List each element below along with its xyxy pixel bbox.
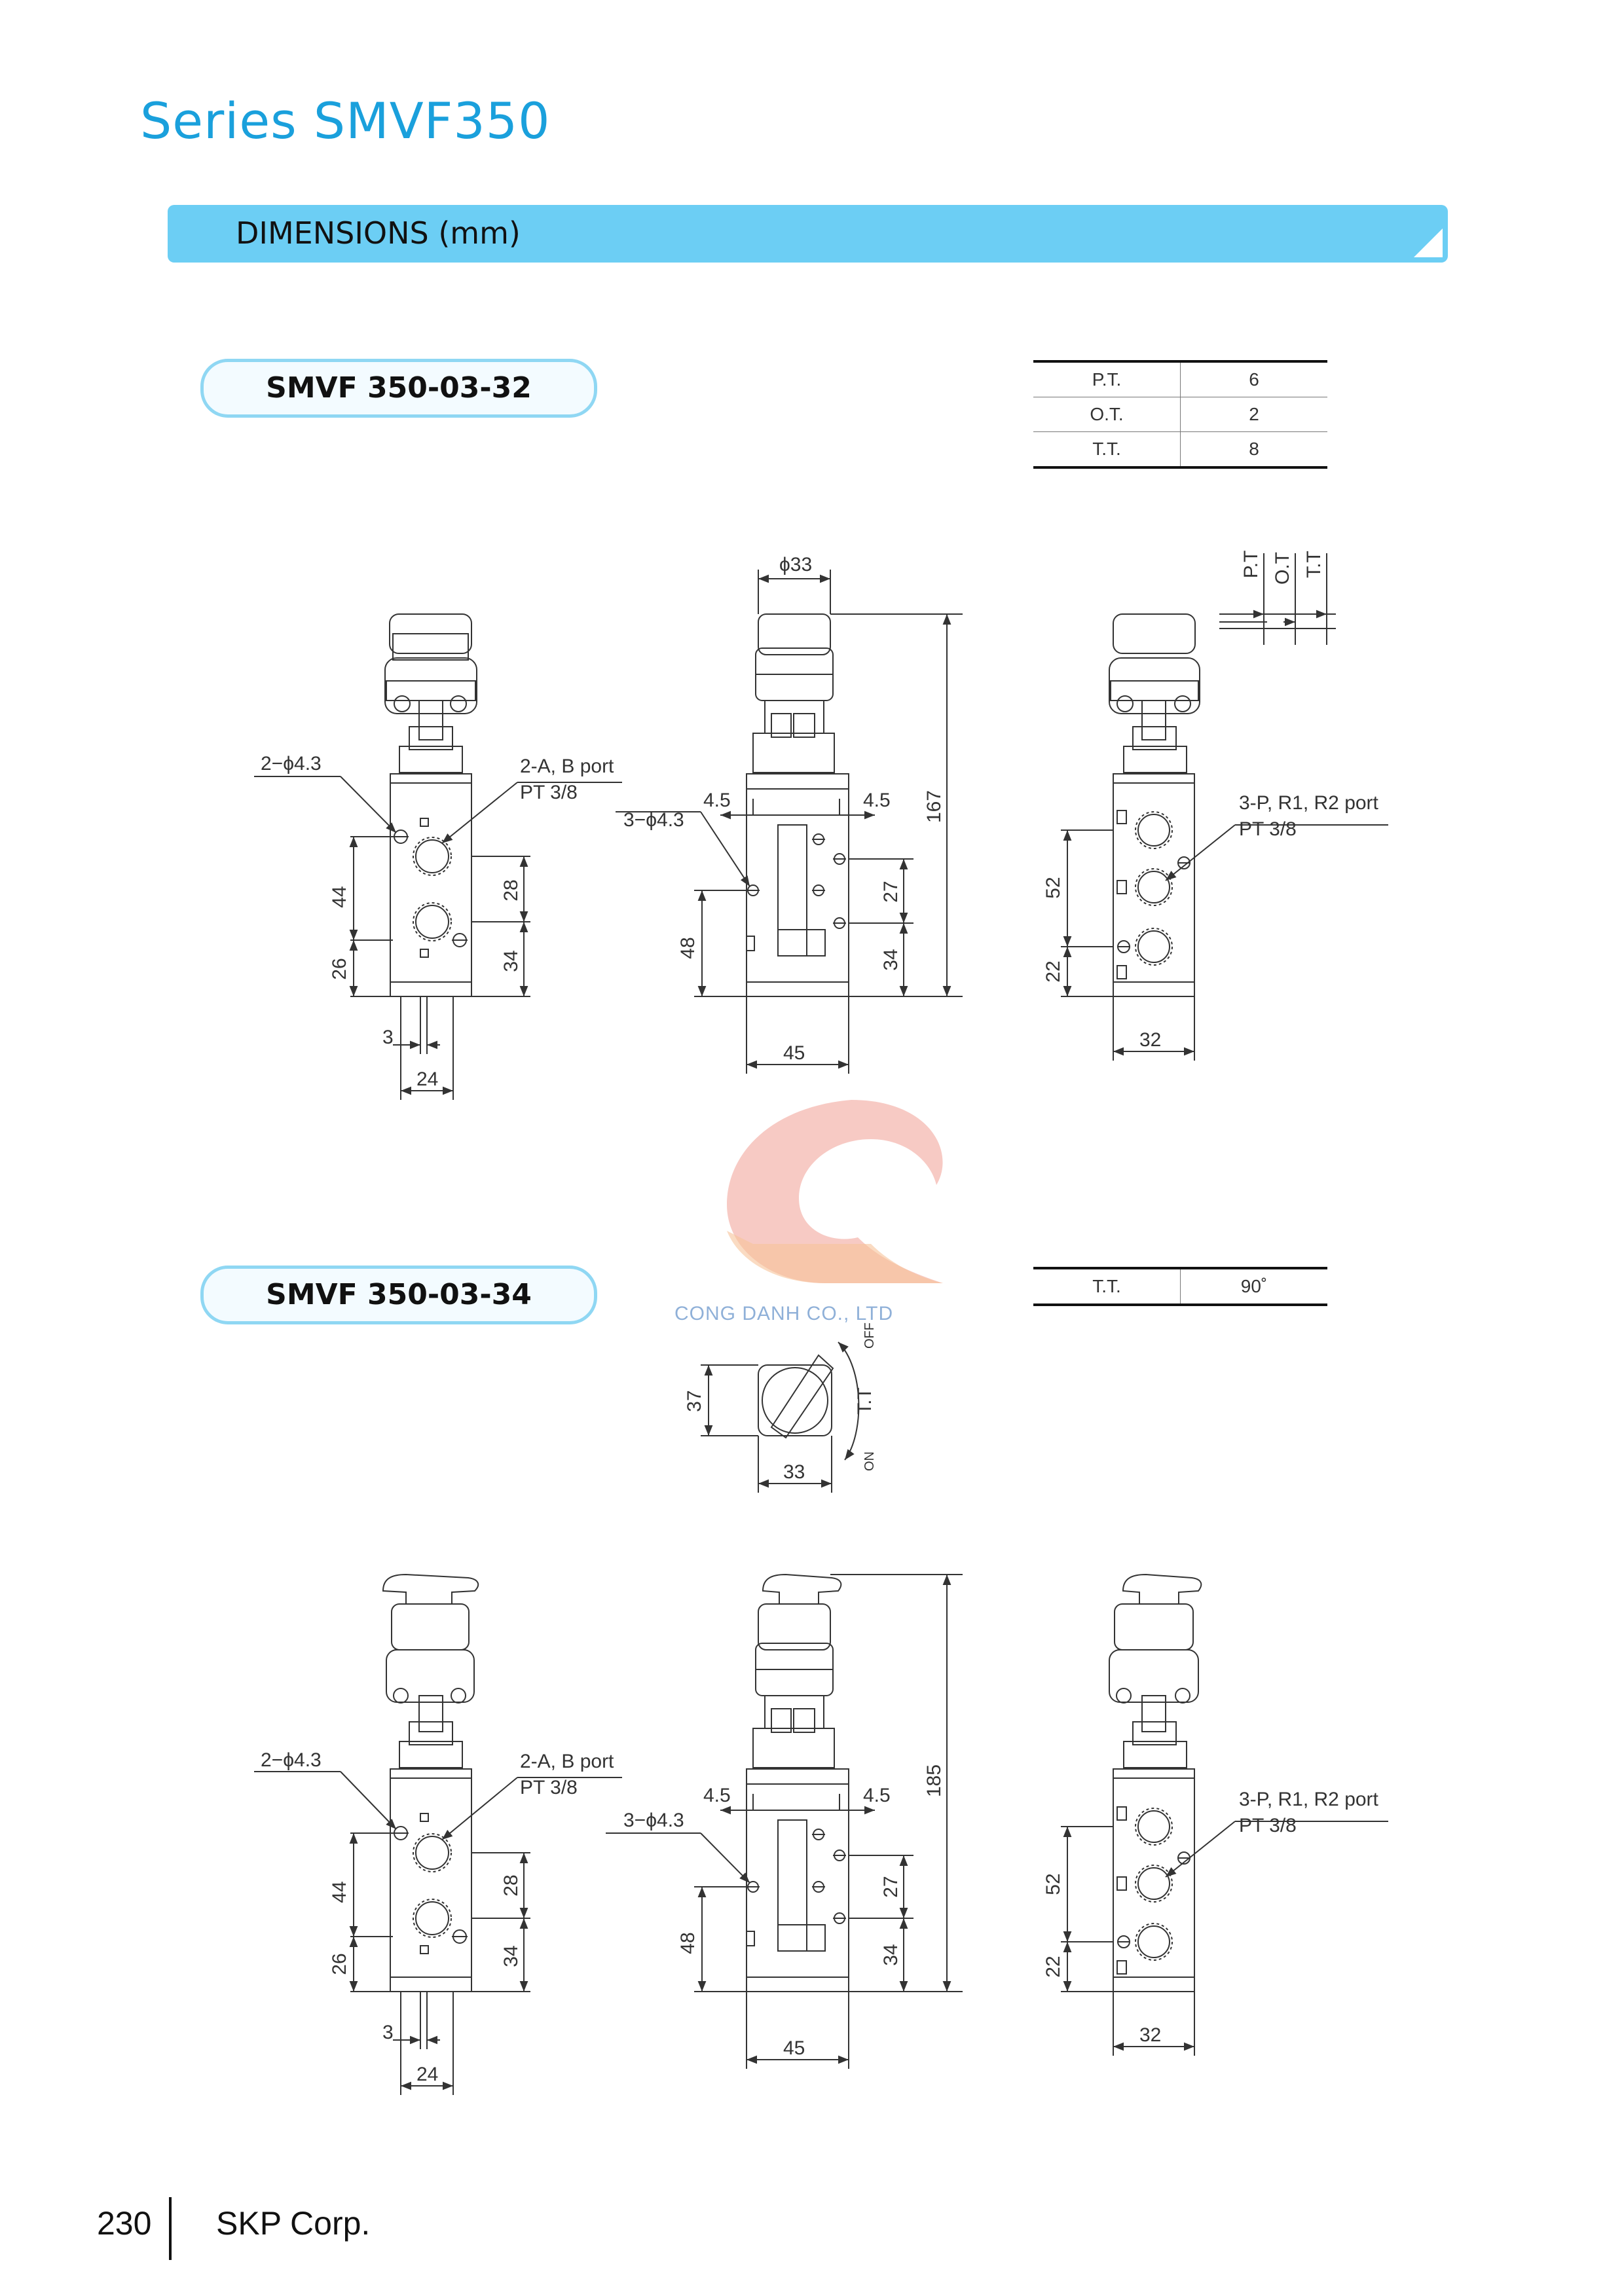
- stroke-label: O.T: [1272, 552, 1293, 585]
- series-title: Series SMVF350: [140, 92, 551, 150]
- dim-label: 3: [382, 1027, 394, 1048]
- dim-label: 32: [1139, 2024, 1161, 2046]
- port-label: 2-A, B port: [520, 756, 614, 777]
- hole-label: 3−ϕ4.3: [623, 1810, 684, 1831]
- dim-label: 44: [329, 886, 350, 907]
- drawing-labels: 2−ϕ4.3 2-A, B port PT 3/8 44 26 28 34 3 …: [261, 551, 1379, 2085]
- dim-label: 167: [923, 790, 945, 823]
- dim-label: 34: [880, 949, 902, 970]
- section-header-bar: DIMENSIONS (mm): [168, 205, 1448, 263]
- dim-label: 52: [1043, 877, 1064, 898]
- dim-label: 4.5: [863, 790, 891, 811]
- dim-label: 45: [783, 1042, 805, 1064]
- port-thread-label: PT 3/8: [1239, 818, 1297, 840]
- model-2-side-view: [1061, 1573, 1388, 2056]
- dim-label: 44: [329, 1881, 350, 1903]
- dim-label: 37: [684, 1390, 705, 1412]
- dim-label: 26: [329, 958, 350, 979]
- dim-label: 27: [880, 881, 902, 902]
- spec-key: P.T.: [1033, 361, 1181, 397]
- hole-label: 2−ϕ4.3: [261, 753, 322, 774]
- knob-stroke-label: T.T: [854, 1387, 876, 1415]
- dim-label: 32: [1139, 1029, 1161, 1051]
- dim-label: 24: [416, 1068, 438, 1090]
- spec-row: O.T.2: [1033, 397, 1327, 432]
- dim-label: 22: [1043, 1956, 1064, 1977]
- spec-value: 8: [1180, 431, 1327, 469]
- dim-label: 24: [416, 2064, 438, 2085]
- dim-label: ϕ33: [779, 554, 812, 575]
- spec-value: 90˚: [1180, 1268, 1327, 1306]
- dim-label: 185: [923, 1764, 945, 1797]
- corner-triangle-icon: [1414, 228, 1443, 257]
- model-1-title: SMVF 350-03-32: [200, 359, 597, 418]
- model-2-front-view: [606, 1573, 963, 2069]
- port-label: 2-A, B port: [520, 1751, 614, 1772]
- dim-label: 34: [500, 950, 522, 972]
- hole-label: 2−ϕ4.3: [261, 1749, 322, 1771]
- dim-label: 48: [677, 937, 699, 958]
- dim-label: 22: [1043, 960, 1064, 982]
- spec-value: 6: [1180, 361, 1327, 397]
- section-title: DIMENSIONS (mm): [236, 215, 521, 251]
- spec-key: O.T.: [1033, 397, 1181, 432]
- model-1-side-view: [1061, 553, 1388, 1061]
- page-number: 230: [97, 2205, 152, 2242]
- model-2-title: SMVF 350-03-34: [200, 1266, 597, 1324]
- footer-divider: [169, 2197, 172, 2260]
- stroke-label: T.T: [1303, 551, 1325, 578]
- port-thread-label: PT 3/8: [520, 1777, 578, 1798]
- port-label: 3-P, R1, R2 port: [1239, 1789, 1379, 1810]
- company-logo: [727, 1100, 943, 1283]
- spec-value: 2: [1180, 397, 1327, 432]
- dim-label: 28: [500, 1874, 522, 1896]
- dim-label: 48: [677, 1932, 699, 1954]
- model-2-spec-table: T.T.90˚: [1033, 1267, 1327, 1306]
- model-1-front-view: [616, 570, 963, 1074]
- model-1-left-view: [254, 613, 622, 1100]
- dim-label: 26: [329, 1953, 350, 1975]
- spec-key: T.T.: [1033, 431, 1181, 469]
- dim-label: 4.5: [863, 1785, 891, 1806]
- dim-label: 52: [1043, 1873, 1064, 1895]
- spec-key: T.T.: [1033, 1268, 1181, 1306]
- port-label: 3-P, R1, R2 port: [1239, 792, 1379, 814]
- spec-row: T.T.8: [1033, 431, 1327, 469]
- model-2-knob-view: [701, 1341, 860, 1493]
- knob-off-label: OFF: [862, 1322, 877, 1349]
- dim-label: 3: [382, 2022, 394, 2043]
- dim-label: 33: [783, 1461, 805, 1483]
- dim-label: 45: [783, 2037, 805, 2059]
- spec-row: T.T.90˚: [1033, 1268, 1327, 1306]
- dim-label: 4.5: [703, 790, 731, 811]
- watermark-text: CONG DANH CO., LTD: [674, 1303, 893, 1324]
- port-thread-label: PT 3/8: [1239, 1815, 1297, 1836]
- dim-label: 4.5: [703, 1785, 731, 1806]
- spec-row: P.T.6: [1033, 361, 1327, 397]
- dim-label: 34: [500, 1945, 522, 1967]
- footer-company: SKP Corp.: [216, 2205, 371, 2242]
- dim-label: 34: [880, 1944, 902, 1965]
- port-thread-label: PT 3/8: [520, 782, 578, 803]
- hole-label: 3−ϕ4.3: [623, 809, 684, 831]
- dim-label: 27: [880, 1876, 902, 1897]
- knob-on-label: ON: [862, 1451, 877, 1471]
- dim-label: 28: [500, 879, 522, 901]
- model-1-spec-table: P.T.6 O.T.2 T.T.8: [1033, 360, 1327, 469]
- model-2-left-view: [254, 1573, 622, 2095]
- stroke-label: P.T: [1240, 551, 1262, 579]
